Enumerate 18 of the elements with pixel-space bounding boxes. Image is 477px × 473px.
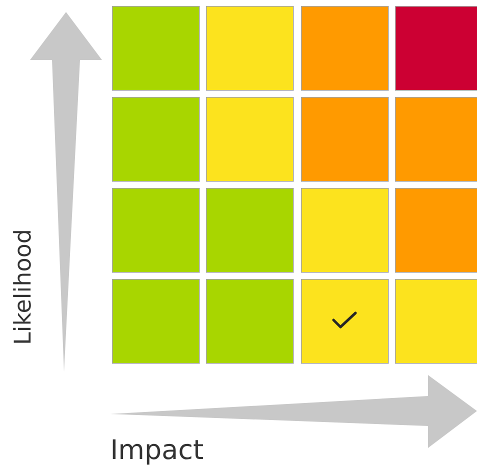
risk-cell	[206, 279, 294, 364]
risk-cell	[112, 188, 200, 273]
risk-cell	[206, 97, 294, 182]
risk-cell	[395, 97, 477, 182]
risk-cell	[301, 188, 389, 273]
risk-cell	[395, 6, 477, 91]
risk-cell	[395, 188, 477, 273]
axis-label: Likelihood	[13, 231, 31, 343]
risk-cell	[206, 6, 294, 91]
risk-cell	[112, 97, 200, 182]
risk-cell	[112, 279, 200, 364]
risk-cell	[301, 6, 389, 91]
risk-cell	[395, 279, 477, 364]
risk-cell	[206, 188, 294, 273]
axis-label: Impact	[112, 439, 203, 465]
risk-cell	[301, 97, 389, 182]
risk-cell	[112, 6, 200, 91]
risk-cell	[301, 279, 389, 364]
